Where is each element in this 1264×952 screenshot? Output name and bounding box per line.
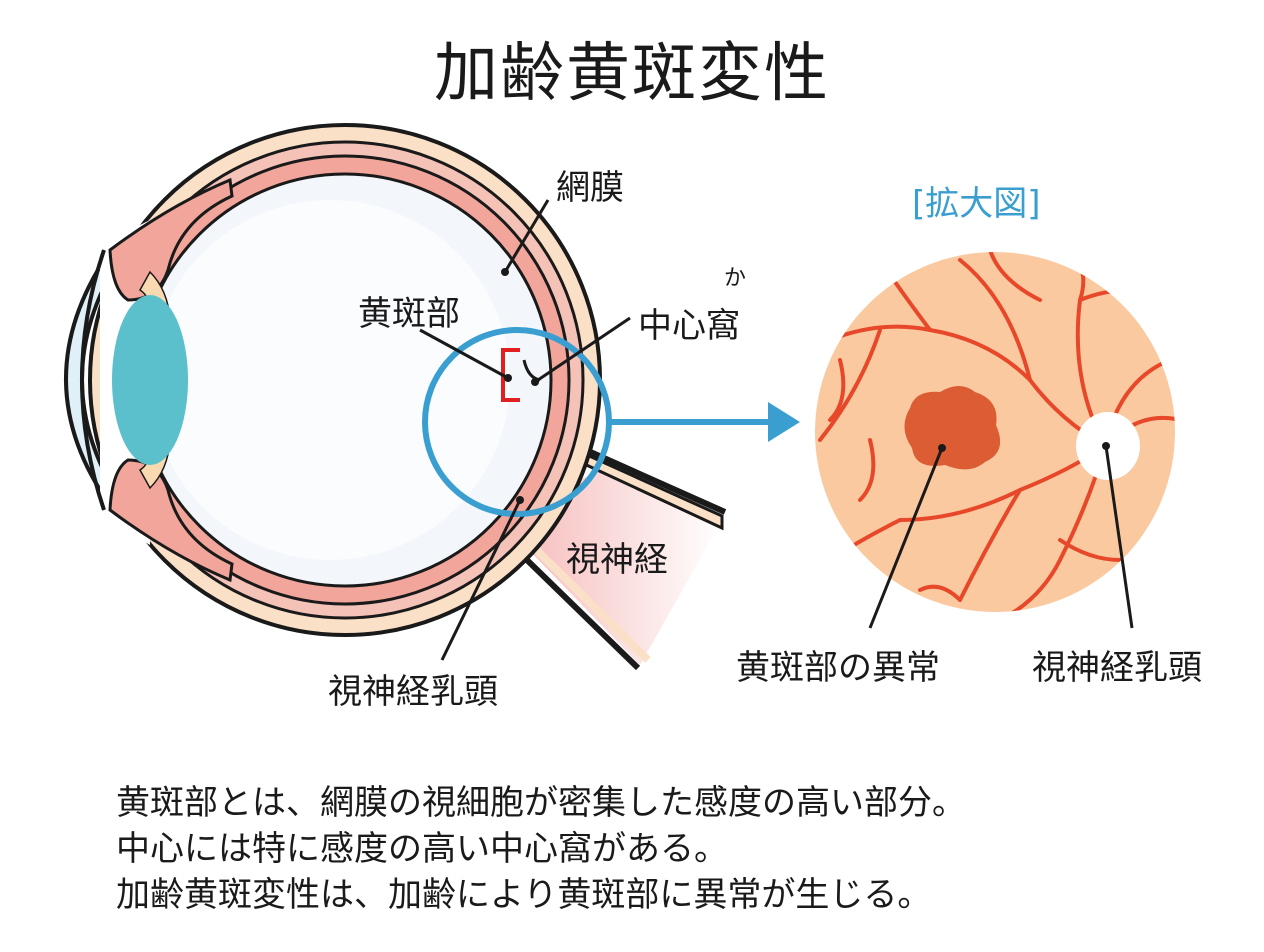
lens — [112, 295, 188, 465]
page-title: 加齢黄斑変性 — [434, 37, 830, 111]
label-fovea-ruby: か — [724, 266, 747, 291]
label-enlarged: [拡大図] — [912, 184, 1041, 224]
label-fovea: 中心窩 — [638, 306, 740, 346]
description-line: 中心には特に感度の高い中心窩がある。 — [116, 829, 728, 869]
ciliary-body-bottom — [108, 458, 234, 583]
description-line: 黄斑部とは、網膜の視細胞が密集した感度の高い部分。 — [116, 783, 966, 823]
fundus-view — [815, 252, 1175, 612]
cornea-front — [80, 249, 106, 511]
leader-lines — [419, 199, 631, 661]
label-optic-disc: 視神経乳頭 — [328, 672, 498, 712]
description: 黄斑部とは、網膜の視細胞が密集した感度の高い部分。 中心には特に感度の高い中心窩… — [116, 780, 966, 918]
label-macula: 黄斑部 — [358, 294, 460, 334]
label-optic-disc-right: 視神経乳頭 — [1032, 648, 1202, 688]
ciliary-body-top — [108, 177, 234, 302]
label-macula-abnormal: 黄斑部の異常 — [736, 648, 940, 688]
label-optic-nerve: 視神経 — [566, 540, 668, 580]
macula-lesion — [904, 386, 1001, 470]
arrow-right-icon — [610, 402, 800, 442]
description-line: 加齢黄斑変性は、加齢により黄斑部に異常が生じる。 — [116, 875, 932, 915]
highlight-circle — [422, 327, 612, 517]
label-retina: 網膜 — [556, 168, 624, 208]
